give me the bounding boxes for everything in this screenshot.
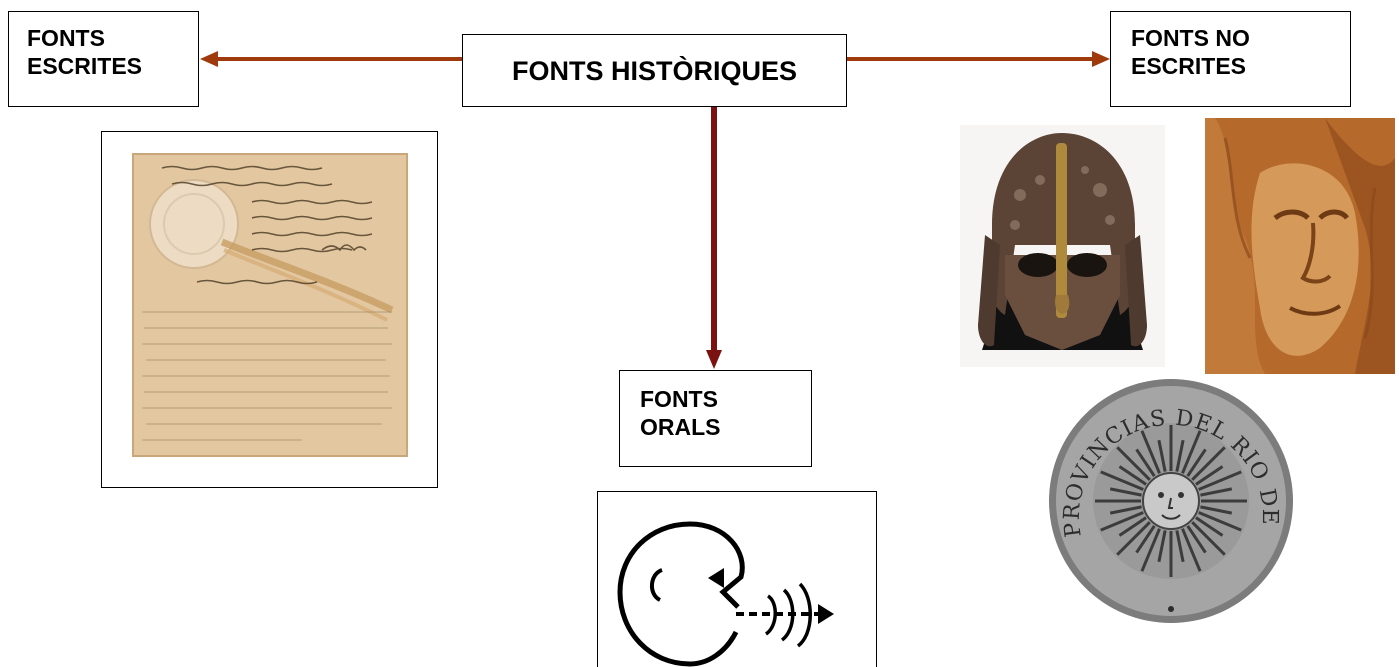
written-sources-line1: FONTS	[27, 25, 105, 51]
written-sources-line2: ESCRITES	[27, 53, 143, 79]
coin-sun-ray	[1116, 521, 1151, 556]
sculpture-picture-container	[1205, 118, 1395, 374]
oral-sources-box: FONTS ORALS	[619, 370, 812, 467]
arrow-to-oral-sources	[706, 106, 722, 369]
coin-sun-ray	[1109, 487, 1142, 497]
coin-sun-ray	[1195, 465, 1224, 486]
coin-sun-ray	[1100, 511, 1144, 532]
oral-sources-line1: FONTS	[640, 386, 718, 412]
coin-sun-ray	[1135, 525, 1156, 554]
document-frame	[101, 131, 438, 488]
coin-sun-ray	[1186, 448, 1207, 477]
coin-sun-ray	[1118, 465, 1147, 486]
coin-sun-ray	[1100, 470, 1144, 491]
coin-sun-ray	[1198, 511, 1242, 532]
oral-sources-line2: ORALS	[640, 414, 721, 440]
unwritten-sources-box: FONTS NO ESCRITES	[1110, 11, 1351, 107]
coin-sun-ray	[1175, 439, 1185, 472]
coin-sun-ray	[1140, 528, 1161, 572]
unwritten-sources-line1: FONTS NO	[1131, 25, 1250, 51]
coin-sun-ray	[1200, 487, 1233, 497]
coin-sun-ray	[1118, 516, 1147, 537]
coin-sun-ray	[1195, 516, 1224, 537]
coin-sun-ray	[1157, 439, 1167, 472]
coin-sun-ray	[1181, 528, 1202, 572]
coin-sun-ray	[1135, 448, 1156, 477]
written-sources-box: FONTS ESCRITES	[8, 11, 199, 107]
unwritten-sources-line2: ESCRITES	[1131, 53, 1247, 79]
arrow-to-unwritten-sources	[846, 51, 1110, 67]
coin-sun-ray	[1109, 505, 1142, 515]
coin-picture-container: PROVINCIAS DEL RIO DE LA PLATA	[1036, 357, 1297, 626]
helmet-picture	[960, 125, 1165, 367]
coin-sun-ray	[1140, 430, 1161, 474]
coin-sun-ray	[1175, 530, 1185, 563]
helmet-picture-container	[960, 125, 1165, 367]
coin-sun-ray	[1191, 521, 1226, 556]
coin-sun-ray	[1186, 525, 1207, 554]
document-picture	[132, 153, 408, 457]
coin-sun-ray	[1157, 530, 1167, 563]
arrow-to-written-sources	[200, 51, 462, 67]
coin-sun-ray	[1116, 446, 1151, 481]
central-concept-box: FONTS HISTÒRIQUES	[462, 34, 847, 107]
sculpture-picture	[1205, 118, 1395, 374]
coin-picture: PROVINCIAS DEL RIO DE LA PLATA	[1036, 357, 1293, 623]
central-concept-label: FONTS HISTÒRIQUES	[511, 55, 798, 86]
coin-sun-ray	[1200, 505, 1233, 515]
coin-sun-ray	[1191, 446, 1226, 481]
coin-sun-ray	[1198, 470, 1242, 491]
speaking-head-frame	[597, 491, 877, 667]
speaking-head-icon	[617, 521, 834, 667]
coin-sun-ray	[1181, 430, 1202, 474]
